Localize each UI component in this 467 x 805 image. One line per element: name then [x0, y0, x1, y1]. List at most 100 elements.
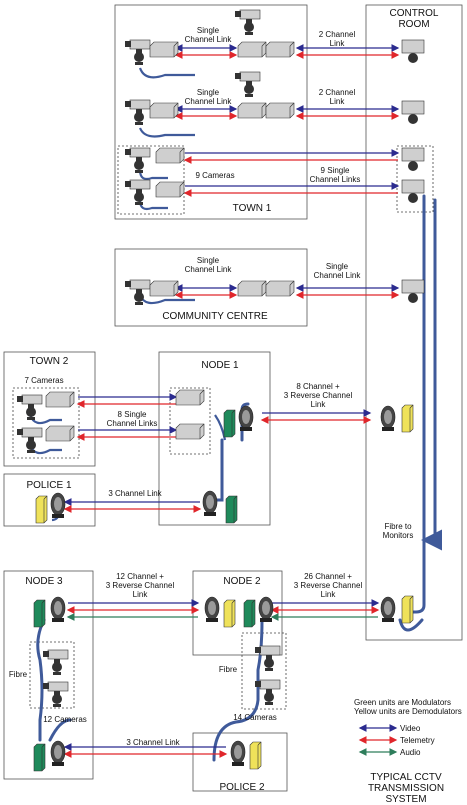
town2-camera-1 [17, 394, 43, 420]
node1-transceiver-2 [202, 490, 218, 516]
police1-demodulator [35, 495, 48, 524]
node3-camera-2 [43, 681, 69, 707]
town1-unit-6 [265, 102, 295, 119]
node3-title: NODE 3 [25, 576, 63, 587]
n3-twelve-channel-label: 12 Channel + 3 Reverse Channel Link [105, 572, 175, 599]
t1-two-b-label: 2 Channel Link [318, 88, 356, 106]
fibre-cr-trunk [408, 194, 426, 614]
cr-transceiver-1 [380, 405, 396, 431]
town1-unit-2 [237, 41, 267, 58]
town1-camera-1 [125, 39, 151, 65]
town1-unit-7 [155, 147, 185, 164]
node1-unit-2 [175, 423, 205, 440]
t1-two-a-label: 2 Channel Link [318, 30, 356, 48]
n1-eight-channel-label: 8 Channel + 3 Reverse Channel Link [283, 382, 353, 409]
town1-camera-6 [125, 179, 151, 205]
node2-demodulator [223, 599, 236, 628]
fibre-cr-left [398, 618, 424, 632]
town1-cable-d [138, 199, 168, 211]
node3-box [3, 570, 94, 780]
cc-unit-2 [237, 280, 267, 297]
cr-receiver-3 [401, 147, 425, 171]
town2-camera-2 [17, 427, 43, 453]
node2-camera-2 [255, 679, 281, 705]
cr-receiver-5 [401, 279, 425, 303]
n2-twenty-six-label: 26 Channel + 3 Reverse Channel Link [293, 572, 363, 599]
cc-camera-1 [125, 279, 151, 305]
t1-single-b-label: Single Channel Link [184, 88, 232, 106]
footer-title: TYPICAL CCTV TRANSMISSION SYSTEM [367, 772, 445, 805]
cc-unit-1 [149, 280, 179, 297]
police1-box [3, 473, 96, 527]
node1-receiver-group [169, 387, 211, 455]
node1-cable [214, 414, 227, 441]
cr-receiver-4 [401, 179, 425, 203]
cr-receiver-2 [401, 100, 425, 124]
node1-unit-1 [175, 389, 205, 406]
cc-unit-3 [265, 280, 295, 297]
node3-camera-1 [43, 649, 69, 675]
police2-demodulator [249, 741, 262, 770]
n2-fourteen-cams-label: 14 Cameras [233, 713, 277, 722]
legend-note-green: Green units are Modulators [354, 698, 451, 707]
node3-transceiver-2 [50, 740, 66, 766]
town2-seven-group [12, 387, 80, 459]
town1-cable-b [138, 127, 195, 138]
control-room-box [365, 4, 463, 641]
cr-transceiver-2 [380, 596, 396, 622]
town2-box [3, 351, 96, 467]
fibre-monitors-label: Fibre to Monitors [382, 522, 414, 540]
control-room-title: CONTROL ROOM [389, 8, 439, 30]
node1-transceiver [238, 405, 254, 431]
fibre-node1-cams [211, 438, 224, 502]
node1-title: NODE 1 [201, 360, 239, 371]
node2-modulator [243, 599, 256, 628]
town1-camera-5 [125, 147, 151, 173]
node1-modulator-2 [225, 495, 238, 524]
control-nine-group [396, 145, 434, 213]
n2-fibre-label: Fibre [218, 665, 238, 674]
fibre-node3-loop [36, 618, 46, 742]
town2-title: TOWN 2 [29, 356, 69, 367]
legend-audio-label: Audio [400, 748, 421, 757]
node2-cam-group [241, 632, 287, 710]
node2-title: NODE 2 [223, 576, 261, 587]
cr-receiver-1 [401, 39, 425, 63]
p2-three-label: 3 Channel Link [126, 738, 180, 747]
cc-single-a-label: Single Channel Link [184, 256, 232, 274]
t1-nine-links-label: 9 Single Channel Links [309, 166, 361, 184]
police2-box [192, 732, 288, 792]
community-title: COMMUNITY CENTRE [162, 311, 268, 322]
police2-title: POLICE 2 [219, 782, 265, 793]
police2-transceiver [230, 740, 246, 766]
node1-box [158, 351, 271, 526]
town1-unit-4 [149, 102, 179, 119]
node3-modulator-2 [33, 743, 46, 772]
n3-fibre-label: Fibre [8, 670, 28, 679]
town1-unit-1 [149, 41, 179, 58]
n3-twelve-cams-label: 12 Cameras [43, 715, 87, 724]
legend-video-label: Video [400, 724, 421, 733]
p1-three-label: 3 Channel Link [108, 489, 162, 498]
cc-single-b-label: Single Channel Link [313, 262, 361, 280]
node1-modulator [223, 409, 236, 438]
legend-telemetry-label: Telemetry [400, 736, 435, 745]
fibre-node2-loop [212, 618, 264, 762]
t1-nine-cams-label: 9 Cameras [195, 171, 235, 180]
cr-demodulator-1 [401, 404, 414, 433]
cr-demodulator-2 [401, 595, 414, 624]
node3-cam-group [29, 641, 75, 709]
police1-title: POLICE 1 [26, 480, 72, 491]
node3-modulator [33, 599, 46, 628]
legend-note-yellow: Yellow units are Demodulators [354, 707, 462, 716]
t2-seven-cams-label: 7 Cameras [24, 376, 64, 385]
town1-nine-group [117, 145, 185, 215]
t1-single-a-label: Single Channel Link [184, 26, 232, 44]
town1-cable-a [138, 67, 195, 79]
town1-camera-2 [235, 9, 261, 35]
town1-unit-5 [237, 102, 267, 119]
town1-camera-4 [235, 71, 261, 97]
town1-camera-3 [125, 99, 151, 125]
node2-transceiver-2 [258, 596, 274, 622]
police1-transceiver [50, 492, 66, 518]
